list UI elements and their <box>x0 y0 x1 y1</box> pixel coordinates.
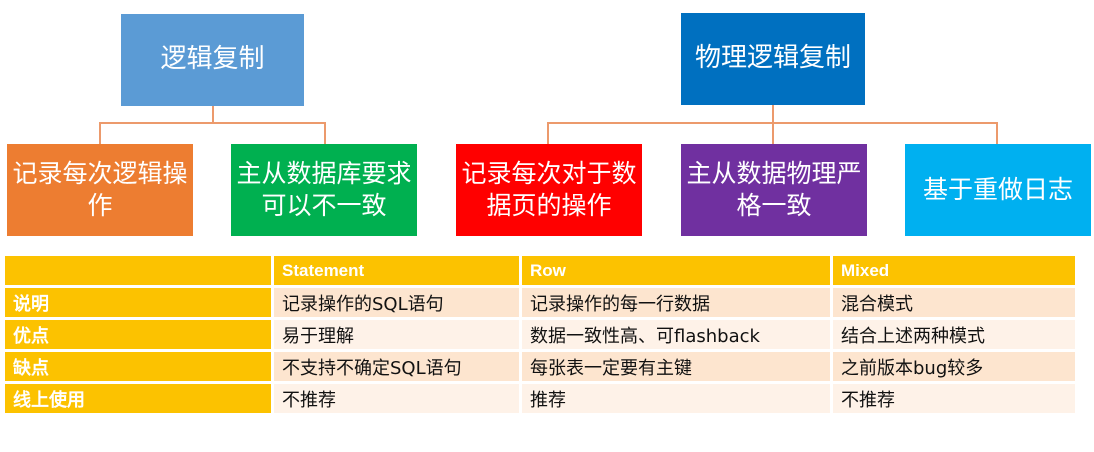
logical-child-record-ops: 记录每次逻辑操作 <box>7 144 193 236</box>
binlog-format-comparison-table: Statement Row Mixed 说明 记录操作的SQL语句 记录操作的每… <box>5 256 1078 416</box>
physical-child-record-page-ops: 记录每次对于数据页的操作 <box>456 144 642 236</box>
header-corner <box>5 256 274 288</box>
table-cell: 易于理解 <box>274 320 522 352</box>
table-row: 缺点 不支持不确定SQL语句 每张表一定要有主键 之前版本bug较多 <box>5 352 1078 384</box>
table-row: 线上使用 不推荐 推荐 不推荐 <box>5 384 1078 416</box>
connector-line <box>212 106 214 123</box>
table-cell: 结合上述两种模式 <box>833 320 1078 352</box>
table-cell: 不推荐 <box>833 384 1078 416</box>
connector-line <box>547 122 549 144</box>
logical-replication-root: 逻辑复制 <box>121 14 304 106</box>
table-header-row: Statement Row Mixed <box>5 256 1078 288</box>
header-mixed: Mixed <box>833 256 1078 288</box>
physical-logical-replication-root: 物理逻辑复制 <box>681 13 865 105</box>
physical-child-strict-consistent: 主从数据物理严格一致 <box>681 144 867 236</box>
table-cell: 推荐 <box>522 384 833 416</box>
table-row: 优点 易于理解 数据一致性高、可flashback 结合上述两种模式 <box>5 320 1078 352</box>
row-label: 优点 <box>5 320 274 352</box>
logical-child-master-slave-inconsistent: 主从数据库要求可以不一致 <box>231 144 417 236</box>
connector-line <box>324 122 326 144</box>
table-cell: 之前版本bug较多 <box>833 352 1078 384</box>
connector-line <box>772 122 774 144</box>
header-statement: Statement <box>274 256 522 288</box>
connector-line <box>99 122 326 124</box>
table-cell: 记录操作的每一行数据 <box>522 288 833 320</box>
connector-line <box>772 105 774 123</box>
physical-child-redo-log: 基于重做日志 <box>905 144 1091 236</box>
table-row: 说明 记录操作的SQL语句 记录操作的每一行数据 混合模式 <box>5 288 1078 320</box>
table-cell: 不推荐 <box>274 384 522 416</box>
row-label: 说明 <box>5 288 274 320</box>
table-cell: 不支持不确定SQL语句 <box>274 352 522 384</box>
table-cell: 混合模式 <box>833 288 1078 320</box>
header-row: Row <box>522 256 833 288</box>
row-label: 缺点 <box>5 352 274 384</box>
connector-line <box>996 122 998 144</box>
table-cell: 记录操作的SQL语句 <box>274 288 522 320</box>
table-cell: 数据一致性高、可flashback <box>522 320 833 352</box>
table-cell: 每张表一定要有主键 <box>522 352 833 384</box>
row-label: 线上使用 <box>5 384 274 416</box>
connector-line <box>99 122 101 144</box>
